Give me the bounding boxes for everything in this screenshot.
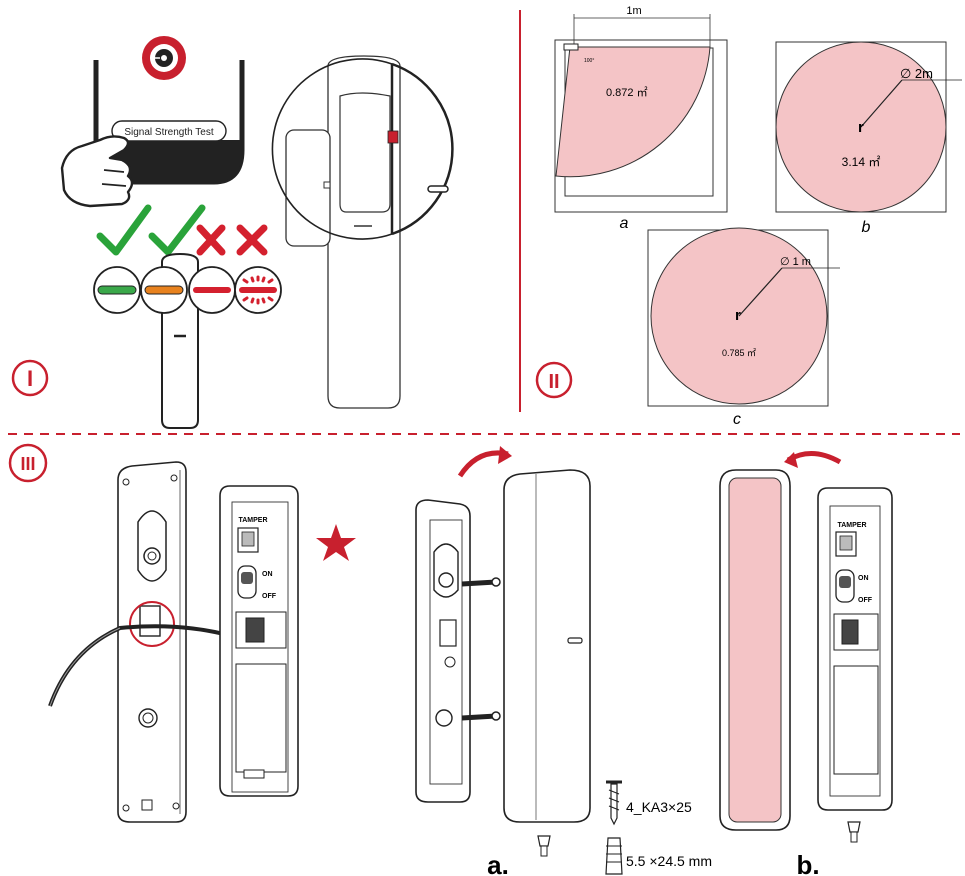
coverage-diagram-b: ∅ 2m r 3.14 ㎡ b	[775, 41, 962, 236]
cable-entry-highlight	[129, 601, 175, 647]
adhesive-area	[728, 477, 782, 823]
sensor-symbol	[563, 43, 579, 51]
cross-icon-2	[236, 224, 268, 256]
zoom-circle	[271, 58, 393, 240]
open-housing-left: TAMPER ON OFF	[219, 485, 299, 797]
step-a-assembly: 4_KA3×25 5.5 ×24.5 mm a.	[415, 446, 712, 876]
section-two: 1m 100° 0.872 ㎡ a ∅ 2m r 3.14 ㎡ b ∅ 1 m …	[535, 5, 962, 428]
coverage-sector	[555, 46, 711, 178]
svg-text:III: III	[20, 454, 35, 474]
section-one: Signal Strength Test	[11, 36, 454, 429]
tamper-label-right: TAMPER	[837, 522, 866, 529]
anchor-spec-label: 5.5 ×24.5 mm	[626, 853, 712, 869]
tamper-label-left: TAMPER	[238, 517, 267, 524]
radius-symbol-b: r	[858, 119, 864, 136]
on-label-right: ON	[858, 575, 869, 582]
signal-target-icon	[142, 36, 186, 80]
step-a-label: a.	[487, 850, 509, 876]
wall-anchor-icon	[605, 837, 623, 875]
svg-text:I: I	[27, 366, 33, 391]
mounting-screw-bottom	[461, 713, 497, 721]
radius-symbol-c: r	[735, 307, 741, 324]
led-indicator-green	[93, 266, 141, 314]
on-label-left: ON	[262, 571, 273, 578]
caption-a: a	[620, 215, 629, 232]
cross-icon-1	[196, 224, 226, 256]
reed-switch-marker	[387, 130, 399, 144]
caption-c: c	[733, 411, 741, 428]
section-marker-one: I	[11, 359, 49, 397]
back-plate-with-cable	[48, 461, 233, 823]
screw-spec-label: 4_KA3×25	[626, 799, 692, 815]
signal-strength-test-label: Signal Strength Test	[124, 127, 214, 138]
section-marker-three: III	[8, 443, 48, 483]
step-b-label: b.	[796, 850, 819, 876]
angle-label: 100°	[584, 58, 594, 64]
led-indicator-red	[188, 266, 236, 314]
caption-b: b	[862, 219, 871, 236]
section-three: III TAMPER	[8, 443, 893, 876]
width-label: 1m	[626, 5, 641, 17]
area-label-a: 0.872 ㎡	[606, 86, 648, 99]
check-icon-green-1	[96, 204, 152, 256]
diameter-label-b: ∅ 2m	[900, 66, 933, 81]
sensor-cover-a	[503, 469, 591, 823]
off-label-right: OFF	[858, 597, 873, 604]
screw-head-icon-b	[847, 821, 861, 843]
coverage-diagram-c: ∅ 1 m r 0.785 ㎡ c	[647, 227, 840, 428]
screw-head-icon-a	[537, 835, 551, 857]
off-label-left: OFF	[262, 593, 277, 600]
svg-text:II: II	[548, 371, 559, 393]
area-label-c: 0.785 ㎡	[722, 348, 756, 358]
phone-bottom-bezel	[96, 140, 242, 182]
sensor-illustration	[271, 55, 454, 409]
area-label-b: 3.14 ㎡	[842, 155, 881, 169]
check-icon-green-2	[148, 204, 206, 256]
pointing-hand-icon	[60, 135, 134, 208]
section-marker-two: II	[535, 361, 573, 399]
star-icon	[316, 524, 356, 561]
screw-icon	[606, 780, 622, 826]
step-b-assembly: TAMPER ON OFF b.	[719, 451, 893, 876]
led-indicator-red-blinking	[234, 266, 282, 314]
mounting-screw-top	[461, 579, 497, 587]
coverage-diagram-a: 1m 100° 0.872 ㎡ a	[554, 5, 728, 232]
magnet-part	[285, 129, 331, 247]
signal-strength-test-button[interactable]	[111, 120, 227, 142]
led-indicator-orange	[140, 266, 188, 314]
diameter-label-c: ∅ 1 m	[780, 256, 811, 268]
